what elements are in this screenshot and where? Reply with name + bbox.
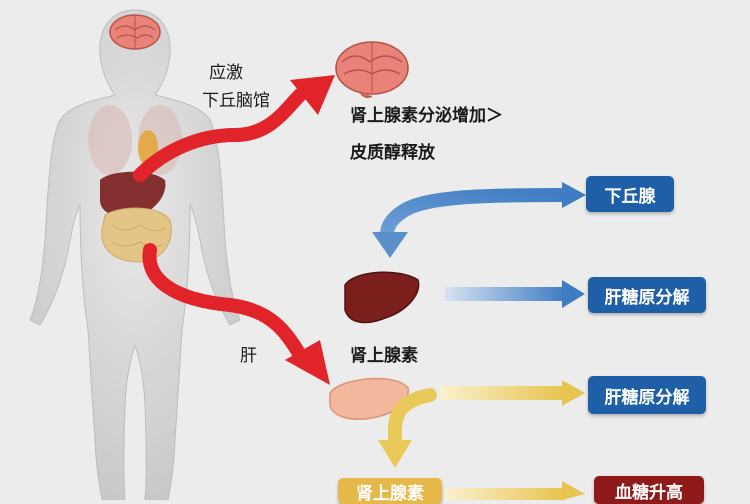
- gold-arrow-bottom: [445, 488, 565, 500]
- gold-arrow-bottom-head: [562, 481, 585, 500]
- gold-arrow-curve: [388, 388, 437, 452]
- stress-label: 应激: [209, 63, 243, 83]
- blue-arrow-straight-head: [562, 280, 585, 308]
- gold-arrow-straight: [440, 386, 565, 400]
- blue-arrow-straight: [445, 287, 565, 301]
- brain-icon: [335, 41, 409, 99]
- red-arrow-to-brain: [133, 88, 307, 182]
- gold-arrow-straight-head: [562, 380, 585, 406]
- hypothalamus-label: 下丘脑馆: [202, 91, 270, 111]
- glycogenolysis-box-2: 肝糖原分解: [588, 376, 706, 414]
- red-arrow-head-brain: [290, 75, 335, 115]
- red-arrow-to-liver: [142, 243, 307, 362]
- red-arrow-head-liver: [285, 340, 330, 385]
- gold-arrow-curve-head: [378, 440, 412, 468]
- liver-label: 肝: [240, 346, 257, 366]
- hypothalamus-box: 下丘腺: [586, 176, 674, 212]
- blue-arrow-curve: [380, 188, 577, 247]
- lungs: [88, 105, 132, 175]
- brain-in-head: [109, 14, 161, 50]
- adrenaline-bottom-box: 肾上腺素: [338, 478, 442, 504]
- intestines: [101, 207, 172, 263]
- liver-icon-dark: [344, 271, 420, 324]
- blood-sugar-box: 血糖升高: [594, 476, 704, 504]
- blue-arrow-curve-head-right: [562, 182, 586, 208]
- adrenal-secretion-line2: 皮质醇释放: [350, 143, 435, 163]
- liver-in-body: [100, 171, 166, 217]
- blue-arrow-curve-head: [372, 232, 408, 258]
- adrenaline-mid-label: 肾上腺素: [350, 346, 418, 366]
- adrenal-secretion-line1: 肾上腺素分泌增加＞: [350, 106, 503, 126]
- glycogenolysis-box-1: 肝糖原分解: [588, 277, 706, 313]
